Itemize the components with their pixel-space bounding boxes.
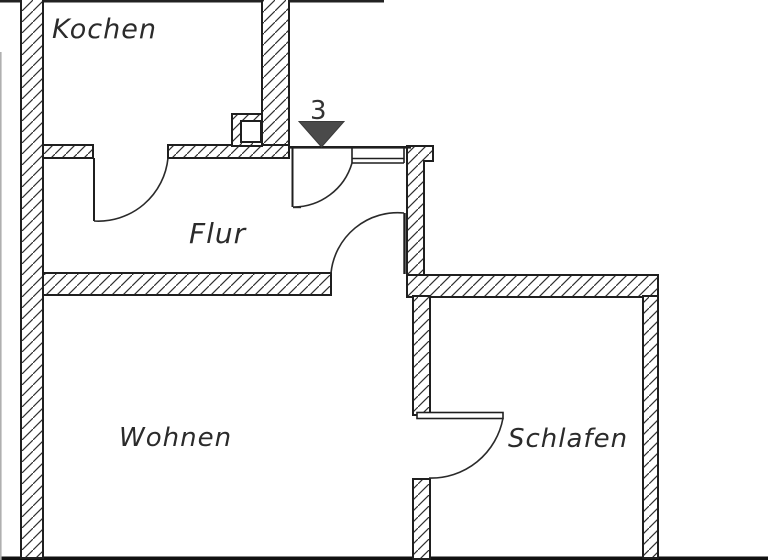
door-schlafen-leaf xyxy=(416,411,504,420)
wall-entrance-thin-line xyxy=(289,146,411,149)
wall-kochen-bottom-left xyxy=(42,144,94,159)
wall-flur-right xyxy=(406,145,434,278)
scan-left-edge-line xyxy=(0,52,2,560)
wall-wohnen-schlafen-lower xyxy=(412,478,431,560)
room-label-flur: Flur xyxy=(189,217,247,250)
wall-left-exterior xyxy=(20,0,44,559)
door-schlafen xyxy=(416,411,504,479)
door-flur-wohnen xyxy=(330,211,406,274)
entrance-triangle-icon xyxy=(297,121,346,148)
window-flur-side xyxy=(351,148,405,164)
room-label-schlafen: Schlafen xyxy=(508,424,628,454)
door-kochen-arc xyxy=(93,157,169,222)
scan-bottom-edge-line xyxy=(0,556,768,560)
room-label-wohnen: Wohnen xyxy=(119,423,232,453)
wall-right-exterior xyxy=(642,295,659,559)
door-entrance xyxy=(291,146,353,209)
door-entrance-arc xyxy=(292,162,353,208)
entrance-number-label: 3 xyxy=(310,96,327,126)
scan-top-edge-line xyxy=(0,0,384,3)
door-schlafen-arc xyxy=(428,417,504,479)
room-label-kochen: Kochen xyxy=(52,14,157,45)
door-kochen xyxy=(93,157,169,222)
wall-kochen-bottom-right xyxy=(167,144,290,159)
shaft-inner-square xyxy=(240,120,262,143)
walls-group xyxy=(20,0,659,560)
wall-flur-bottom xyxy=(42,272,332,296)
door-flur-wohnen-arc xyxy=(330,211,405,274)
wall-wohnen-schlafen-upper xyxy=(412,295,431,416)
wall-kochen-right xyxy=(261,0,290,148)
wall-schlafen-top xyxy=(406,274,659,298)
